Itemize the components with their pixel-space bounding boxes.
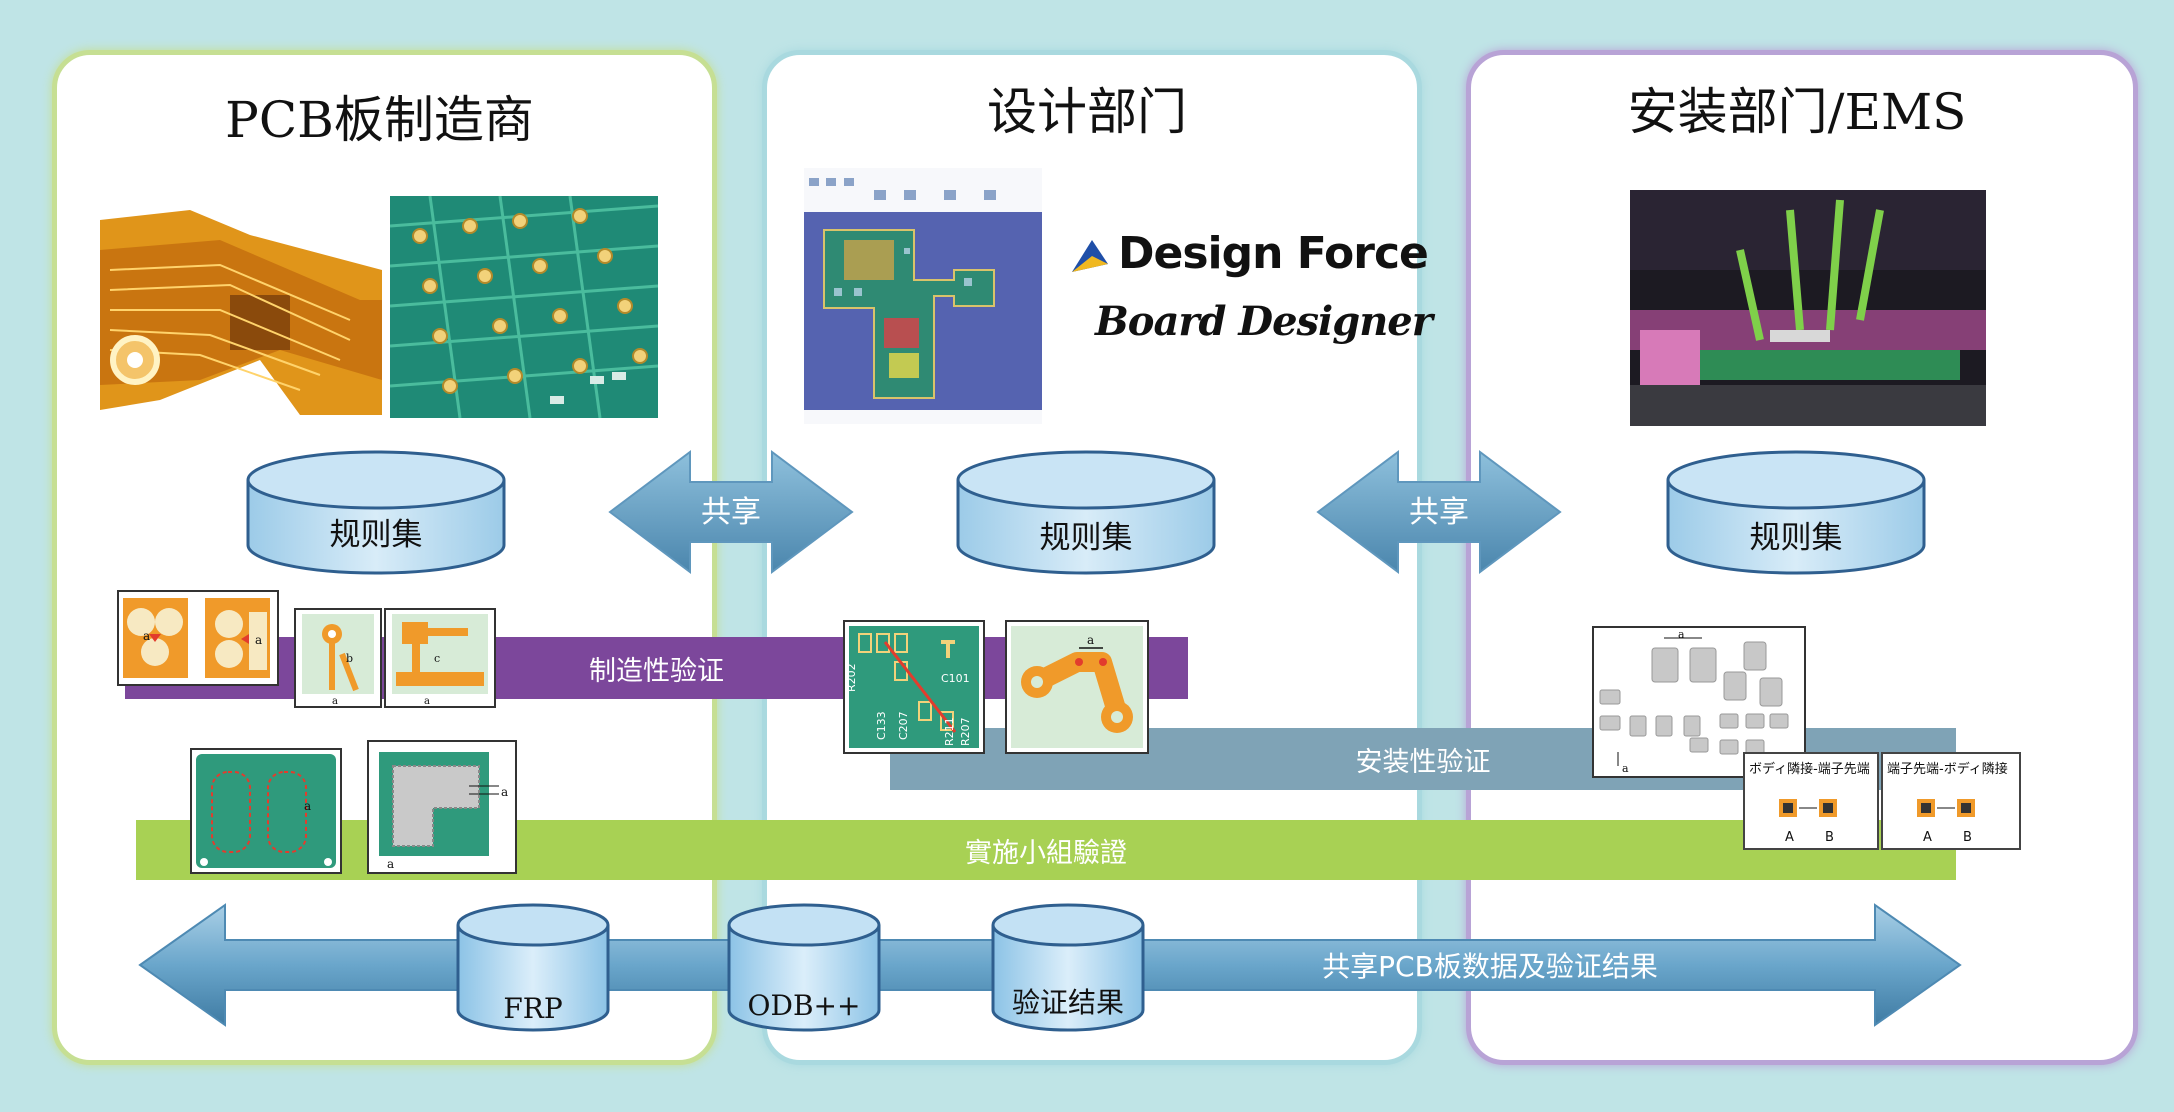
rule-set-label-pcb: 规则集 (330, 517, 423, 553)
share-arrow-left: 共享 (608, 450, 854, 574)
design-force-logo: Design Force (1068, 228, 1429, 279)
thumb-component-labels-art: R202 C101 C133 C207 R211 R207 (845, 626, 979, 748)
thumb-label-a7: a (501, 785, 508, 799)
label-terminal-to-body: 端子先端-ボディ隣接 (1887, 762, 2008, 777)
thumb-component-spacing-art: a a (1599, 628, 1789, 775)
thumb-label-r207: R207 (959, 717, 972, 746)
share-label-left: 共享 (701, 495, 761, 530)
design-force-logo-icon (1072, 240, 1108, 272)
pcb-maker-title: PCB板制造商 (225, 91, 534, 149)
assembly-machine-photo (1630, 190, 1986, 426)
thumb-l-shape-art: a a (373, 746, 511, 871)
thumb-trace-c: c a (384, 608, 496, 708)
label-B1: B (1825, 830, 1834, 845)
thumb-label-a5: a (1087, 633, 1094, 647)
thumb-component-labels: R202 C101 C133 C207 R211 R207 (843, 620, 985, 754)
shared-data-label: 共享PCB板数据及验证结果 (1322, 950, 1658, 983)
thumb-label-a9: a (1678, 628, 1685, 641)
thumb-pad-trace-a-art: a (1011, 626, 1143, 748)
green-pcb-photo (390, 196, 658, 418)
thumb-label-c: c (434, 652, 440, 665)
design-force-screenshot (804, 168, 1042, 424)
thumb-label-a10: a (1622, 762, 1629, 775)
thumb-pad-spacing-art: a a (123, 598, 270, 678)
db-results: 验证结果 (991, 903, 1145, 1032)
rule-set-db-pcb: 规则集 (246, 450, 506, 575)
assembly-title: 安装部门/EMS (1627, 83, 1967, 141)
thumb-body-to-terminal-art: A B (1779, 799, 1837, 845)
rule-set-db-design: 规则集 (956, 450, 1216, 575)
db-frp: FRP (456, 903, 610, 1032)
thumb-trace-b: b a (294, 608, 382, 708)
manufacturability-label: 制造性验证 (589, 655, 724, 687)
db-label-frp: FRP (503, 992, 562, 1025)
thumb-label-a6: a (304, 799, 311, 813)
thumb-terminal-to-body: 端子先端-ボディ隣接 A B (1881, 752, 2021, 850)
thumb-label-b: b (346, 652, 353, 665)
thumb-trace-c-art: c a (392, 614, 488, 707)
rule-set-db-assembly: 规则集 (1666, 450, 1926, 575)
thumb-label-c101: C101 (941, 672, 970, 685)
thumb-label-a4: a (424, 696, 430, 706)
thumb-label-a2: a (255, 633, 262, 647)
thumb-label-r202: R202 (845, 663, 858, 692)
design-force-logo-text: Design Force (1118, 228, 1429, 279)
label-A1: A (1785, 830, 1794, 845)
label-B2: B (1963, 830, 1972, 845)
rule-set-label-assembly: 规则集 (1750, 520, 1843, 556)
thumb-label-a1: a (143, 629, 150, 643)
thumb-label-a8: a (387, 857, 394, 871)
assembly-verification-label: 安装性验证 (1355, 746, 1491, 778)
implementation-label: 實施小組驗證 (965, 837, 1127, 869)
thumb-trace-b-art: b a (302, 614, 374, 707)
label-body-to-terminal: ボディ隣接-端子先端 (1749, 762, 1870, 777)
thumb-label-c133: C133 (875, 711, 888, 740)
thumb-pad-spacing: a a (117, 590, 279, 686)
db-label-results: 验证结果 (1012, 986, 1124, 1019)
thumb-panel-slots-art: a (196, 754, 336, 868)
db-label-odb: ODB++ (748, 989, 861, 1022)
thumb-pad-trace-a: a (1005, 620, 1149, 754)
thumb-body-to-terminal: ボディ隣接-端子先端 A B (1743, 752, 1879, 850)
design-title: 设计部门 (987, 83, 1187, 141)
share-label-right: 共享 (1409, 495, 1469, 530)
share-arrow-right: 共享 (1316, 450, 1562, 574)
thumb-label-c207: C207 (897, 711, 910, 740)
thumb-panel-slots: a (190, 748, 342, 874)
rule-set-label-design: 规则集 (1040, 520, 1133, 556)
label-A2: A (1923, 830, 1932, 845)
thumb-l-shape: a a (367, 740, 517, 874)
thumb-terminal-to-body-art: A B (1917, 799, 1975, 845)
board-designer-logo: Board Designer (1095, 298, 1433, 345)
thumb-label-r211: R211 (943, 717, 956, 746)
db-odb: ODB++ (727, 903, 881, 1032)
flex-pcb-photo (100, 210, 382, 415)
thumb-label-a3: a (332, 696, 338, 706)
